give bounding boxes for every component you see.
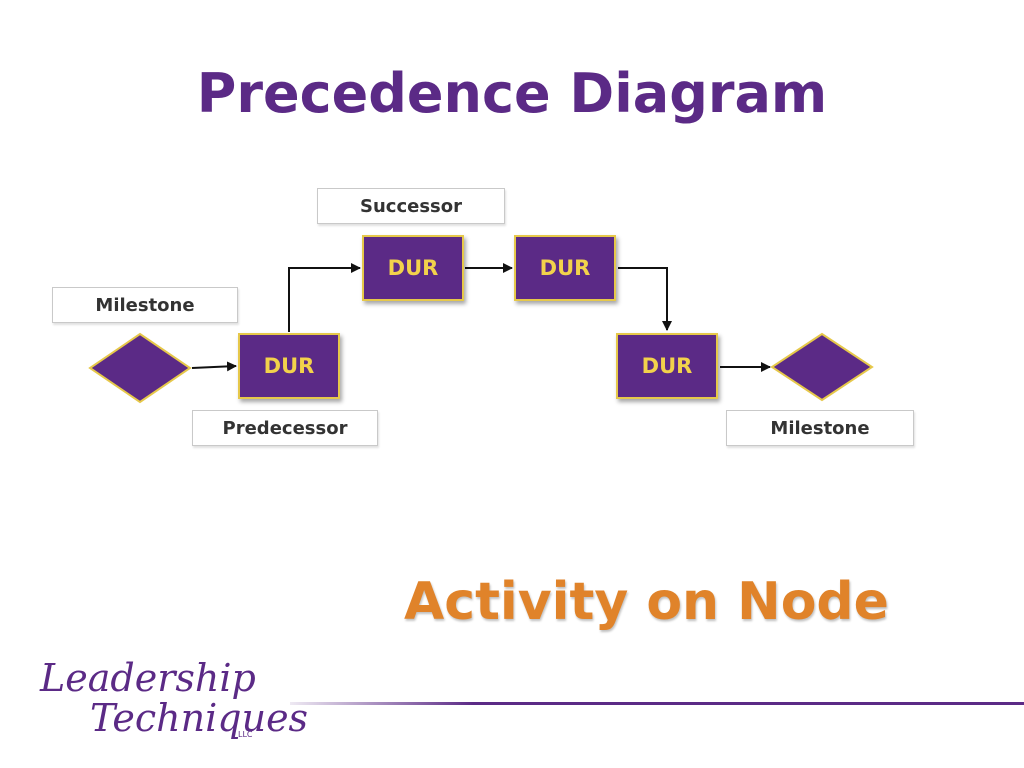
logo-line2: Techniques xyxy=(90,696,309,740)
milestone-end-diamond[interactable] xyxy=(770,332,874,402)
footer-divider xyxy=(290,702,1024,705)
successor-label: Successor xyxy=(317,188,505,224)
company-logo: Leadership Techniques LLC xyxy=(40,656,308,746)
predecessor-label: Predecessor xyxy=(192,410,378,446)
arrow-next-to-final xyxy=(618,267,672,331)
node-predecessor[interactable]: DUR xyxy=(238,333,340,399)
arrow-milestone-to-predecessor xyxy=(191,361,237,372)
slide-subtitle: Activity on Node xyxy=(404,572,889,632)
milestone-start-diamond[interactable] xyxy=(88,332,192,404)
arrow-predecessor-to-successor xyxy=(288,263,361,332)
logo-suffix: LLC xyxy=(238,730,253,739)
node-successor[interactable]: DUR xyxy=(362,235,464,301)
logo-line1: Leadership xyxy=(40,656,256,700)
milestone-start-label: Milestone xyxy=(52,287,238,323)
slide-title: Precedence Diagram xyxy=(196,62,828,125)
node-next[interactable]: DUR xyxy=(514,235,616,301)
node-final[interactable]: DUR xyxy=(616,333,718,399)
milestone-end-label: Milestone xyxy=(726,410,914,446)
